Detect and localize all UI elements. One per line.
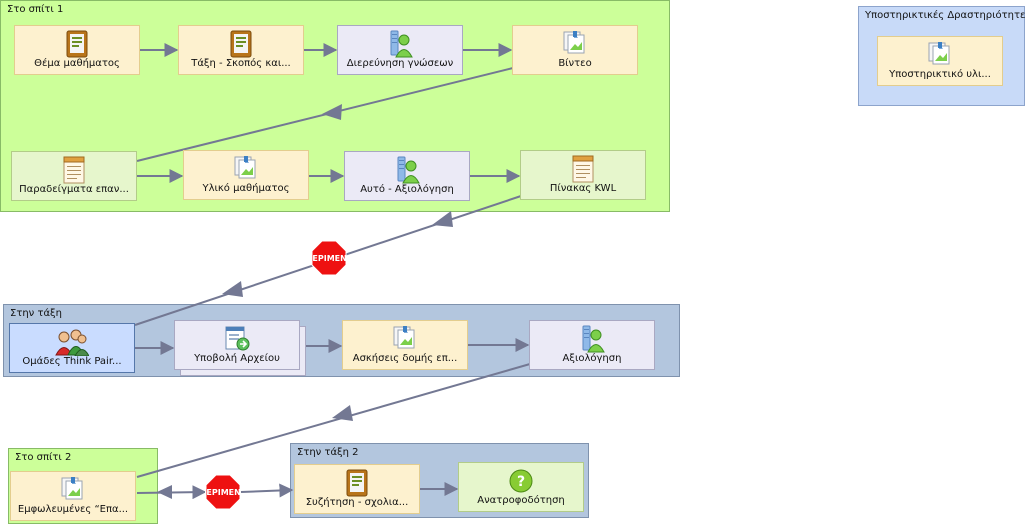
activity-lesson-material[interactable]: Υλικό μαθήματος xyxy=(183,150,309,200)
stop-gate-1[interactable]: ΠΕΡΙΜΕΝΕ xyxy=(306,240,352,276)
image-resource-icon xyxy=(233,155,259,183)
group-people-icon xyxy=(55,328,89,356)
group-title: Στο σπίτι 2 xyxy=(15,452,72,463)
notebook-icon xyxy=(228,30,254,58)
activity-label: Ομάδες Think Pair... xyxy=(22,356,122,367)
image-resource-icon xyxy=(562,30,588,58)
activity-label: Ανατροφοδότηση xyxy=(477,495,565,506)
notebook-icon xyxy=(64,30,90,58)
activity-label: Παραδείγματα επαν... xyxy=(19,184,129,195)
connector xyxy=(136,363,531,478)
direction-arrowhead xyxy=(157,485,172,499)
activity-label: Πίνακας KWL xyxy=(549,183,617,194)
activity-support-material[interactable]: Υποστηρικτικό υλι... xyxy=(877,36,1003,86)
activity-feedback[interactable]: Ανατροφοδότηση xyxy=(458,462,584,512)
activity-label: Υποβολή Αρχείου xyxy=(194,353,280,364)
stop-label: ΠΕΡΙΜΕΝΕ xyxy=(311,254,347,263)
notepad-icon xyxy=(61,156,87,184)
activity-label: Αυτό - Αξιολόγηση xyxy=(360,184,454,195)
question-icon xyxy=(508,467,534,495)
group-title: Στην τάξη 2 xyxy=(297,447,359,458)
stop-gate-2[interactable]: ΠΕΡΙΜΕΝΕ xyxy=(200,474,246,510)
group-title: Στο σπίτι 1 xyxy=(7,4,64,15)
activity-self-assessment[interactable]: Αυτό - Αξιολόγηση xyxy=(344,151,470,201)
group-title: Στην τάξη xyxy=(10,308,62,319)
activity-class-purpose[interactable]: Τάξη - Σκοπός και... xyxy=(178,25,304,75)
activity-kwl-table[interactable]: Πίνακας KWL xyxy=(520,150,646,200)
activity-label: Τάξη - Σκοπός και... xyxy=(191,58,291,69)
activity-label: Αξιολόγηση xyxy=(562,353,622,364)
activity-lesson-topic[interactable]: Θέμα μαθήματος xyxy=(14,25,140,75)
activity-label: Συζήτηση - σχολια... xyxy=(305,497,409,508)
notebook-icon xyxy=(344,469,370,497)
activity-label: Εμφωλευμένες “Επα... xyxy=(17,504,129,515)
direction-arrowhead xyxy=(332,405,353,421)
activity-label: Διερεύνηση γνώσεων xyxy=(346,58,454,69)
activity-label: Βίντεο xyxy=(558,58,592,69)
notepad-icon xyxy=(570,155,596,183)
activity-label: Υποστηρικτικό υλι... xyxy=(889,69,991,80)
activity-think-pair-groups[interactable]: Ομάδες Think Pair... xyxy=(9,323,135,373)
file-submit-icon xyxy=(224,325,250,353)
activity-discussion[interactable]: Συζήτηση - σχολια... xyxy=(294,464,420,514)
user-test-icon xyxy=(387,30,413,58)
user-test-icon xyxy=(579,325,605,353)
direction-arrowhead xyxy=(432,211,453,227)
stop-label: ΠΕΡΙΜΕΝΕ xyxy=(205,488,241,497)
activity-examples[interactable]: Παραδείγματα επαν... xyxy=(11,151,137,201)
activity-assessment[interactable]: Αξιολόγηση xyxy=(529,320,655,370)
activity-structure-exercises[interactable]: Ασκήσεις δομής επ... xyxy=(342,320,468,370)
connector xyxy=(240,483,294,498)
activity-label: Θέμα μαθήματος xyxy=(34,58,120,69)
user-test-icon xyxy=(394,156,420,184)
direction-arrowhead xyxy=(222,281,243,297)
image-resource-icon xyxy=(392,325,418,353)
activity-nested[interactable]: Εμφωλευμένες “Επα... xyxy=(10,471,136,521)
activity-label: Ασκήσεις δομής επ... xyxy=(352,353,458,364)
activity-file-submission[interactable]: Υποβολή Αρχείου xyxy=(174,320,300,370)
activity-video[interactable]: Βίντεο xyxy=(512,25,638,75)
image-resource-icon xyxy=(927,41,953,69)
activity-knowledge-probe[interactable]: Διερεύνηση γνώσεων xyxy=(337,25,463,75)
image-resource-icon xyxy=(60,476,86,504)
direction-arrowhead xyxy=(322,104,342,120)
activity-label: Υλικό μαθήματος xyxy=(202,183,290,194)
group-title: Υποστηρικτικές Δραστηριότητες xyxy=(865,10,1025,21)
